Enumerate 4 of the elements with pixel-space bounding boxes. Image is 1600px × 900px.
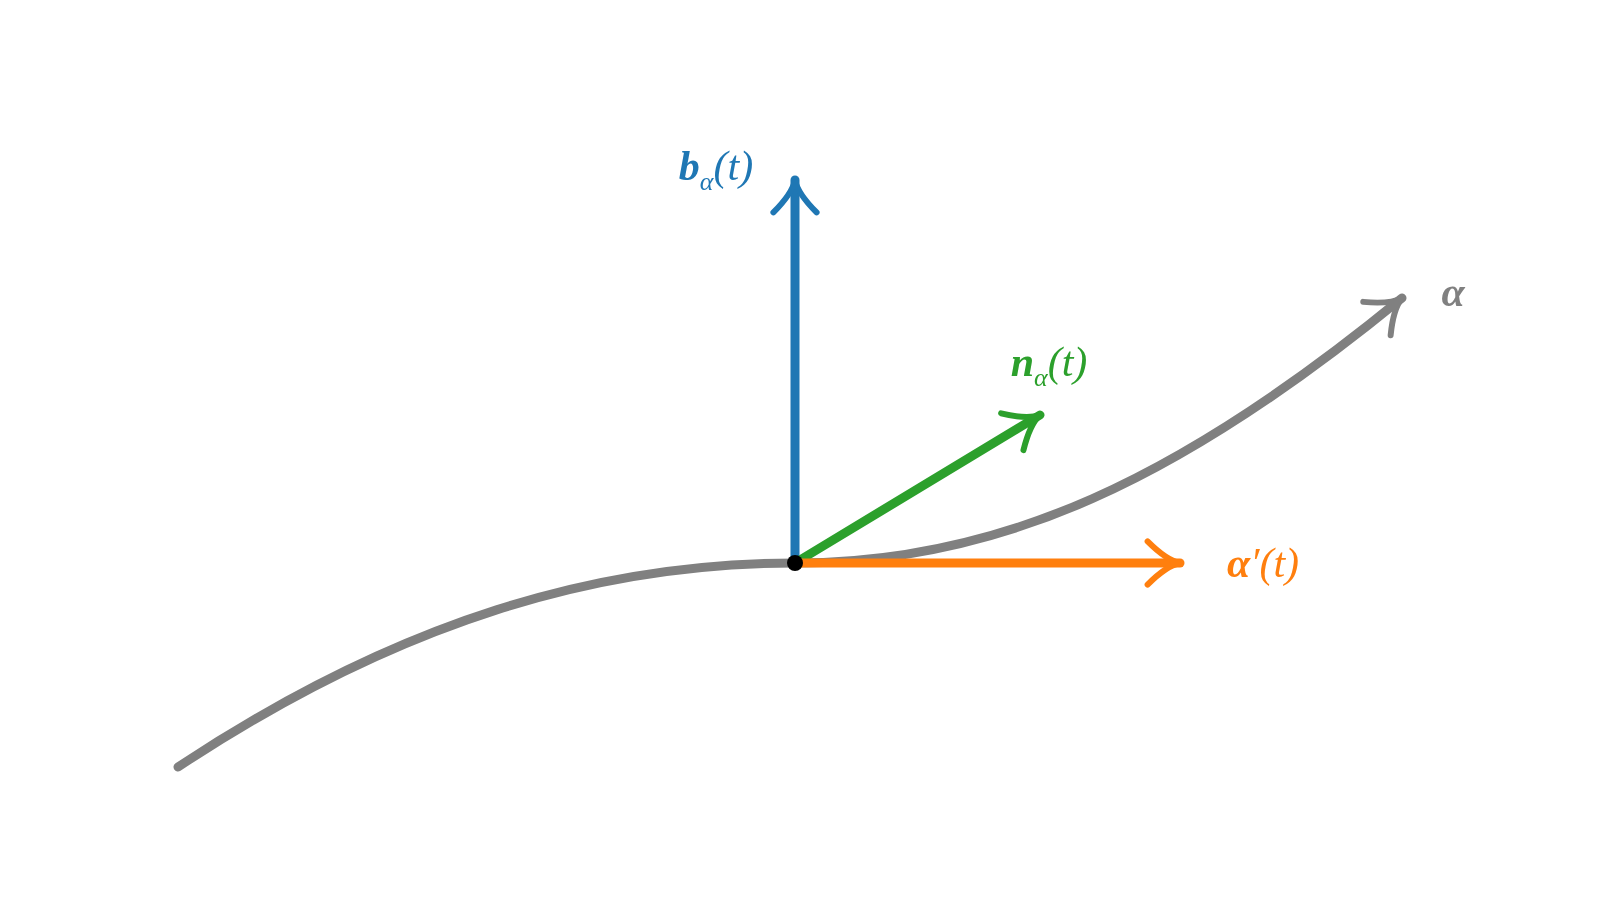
curve-label: α xyxy=(1441,271,1465,313)
vector-label: α′(t) xyxy=(1226,542,1300,584)
vector-label: n$_{α}$(t) xyxy=(1010,341,1088,391)
vector-label: b$_{α}$(t) xyxy=(678,145,754,195)
